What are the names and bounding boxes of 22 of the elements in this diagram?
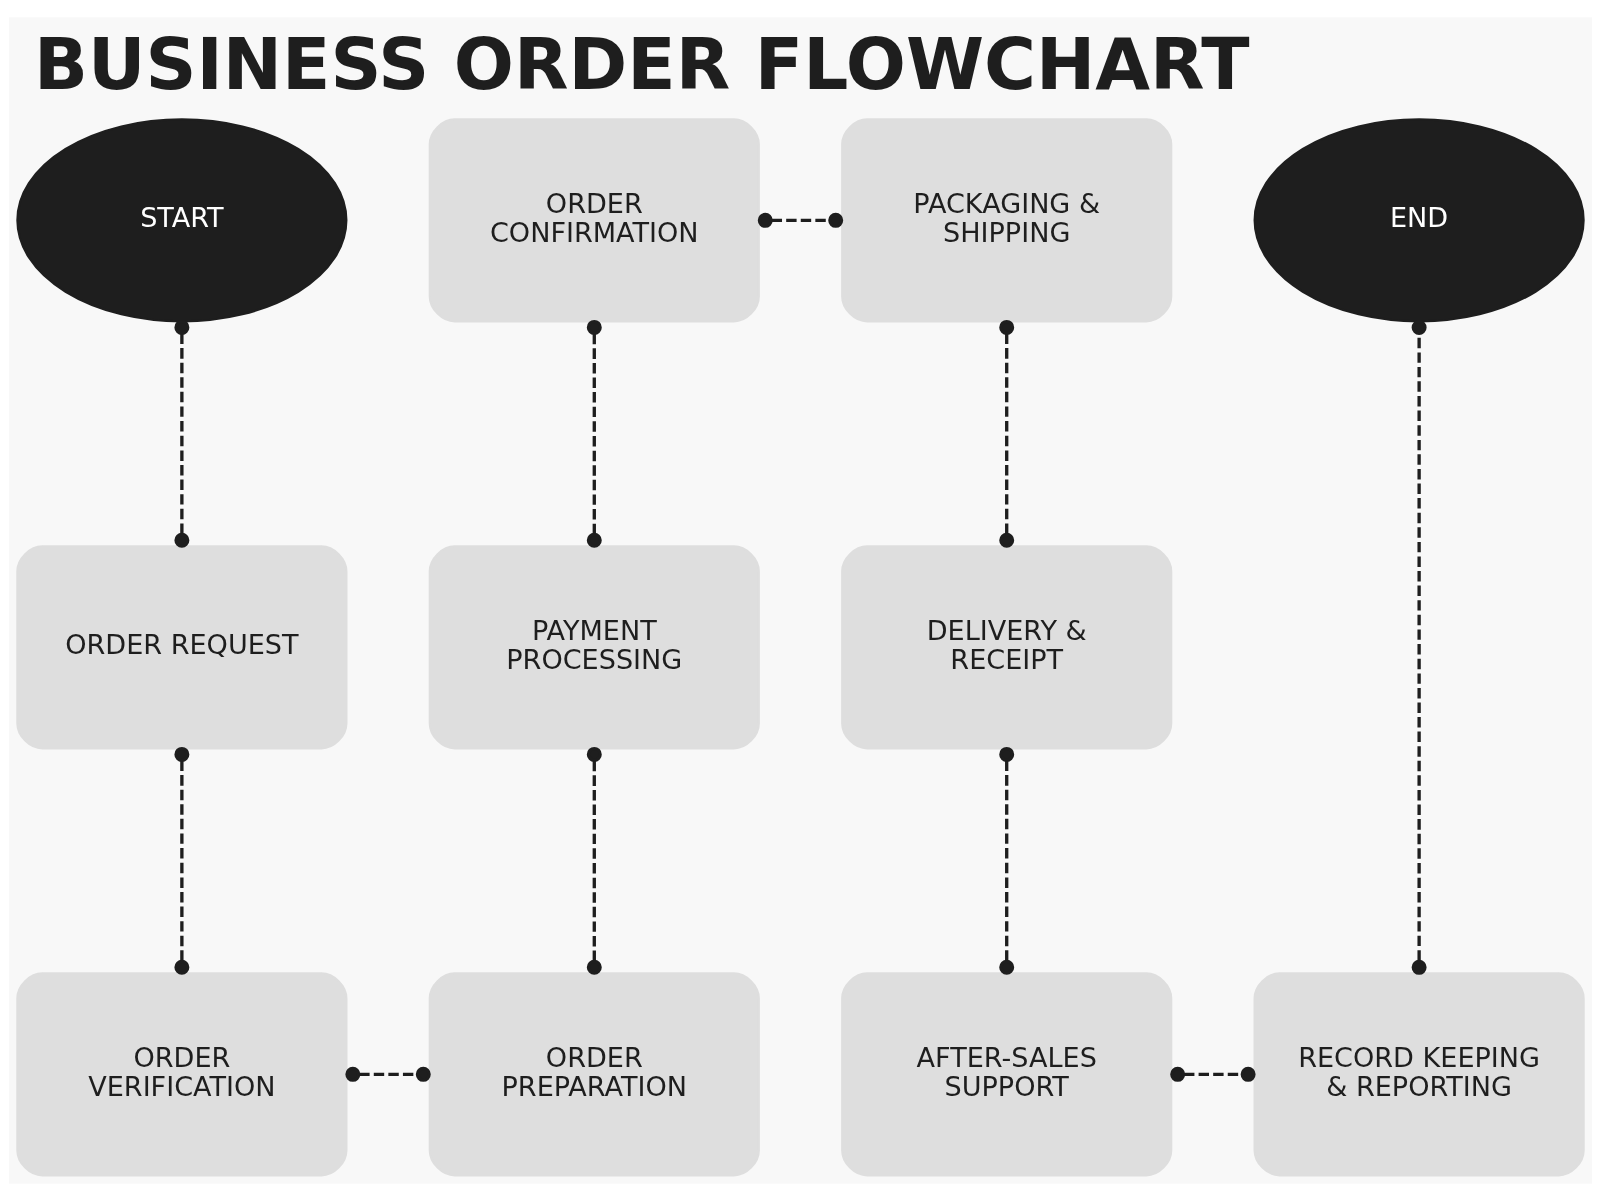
connector — [757, 212, 843, 228]
connector — [586, 746, 602, 975]
connector — [344, 1066, 431, 1082]
node-box: DELIVERY & RECEIPT — [840, 544, 1172, 749]
node-ellipse: END — [1253, 117, 1585, 322]
node-box: PACKAGING & SHIPPING — [840, 117, 1172, 322]
connector — [173, 746, 189, 975]
connector — [1411, 319, 1427, 975]
connector — [173, 319, 189, 548]
node-box: ORDER REQUEST — [15, 544, 347, 749]
node-ellipse: START — [15, 117, 347, 322]
node-box: RECORD KEEPING & REPORTING — [1253, 971, 1585, 1176]
connector — [1169, 1066, 1256, 1082]
node-box: ORDER CONFIRMATION — [428, 117, 760, 322]
node-box: AFTER-SALES SUPPORT — [840, 971, 1172, 1176]
node-box: PAYMENT PROCESSING — [428, 544, 760, 749]
node-box: ORDER VERIFICATION — [15, 971, 347, 1176]
connector — [998, 319, 1014, 548]
node-box: ORDER PREPARATION — [428, 971, 760, 1176]
connector — [586, 319, 602, 548]
connector — [998, 746, 1014, 975]
diagram-title: BUSINESS ORDER FLOWCHART — [33, 22, 1250, 106]
